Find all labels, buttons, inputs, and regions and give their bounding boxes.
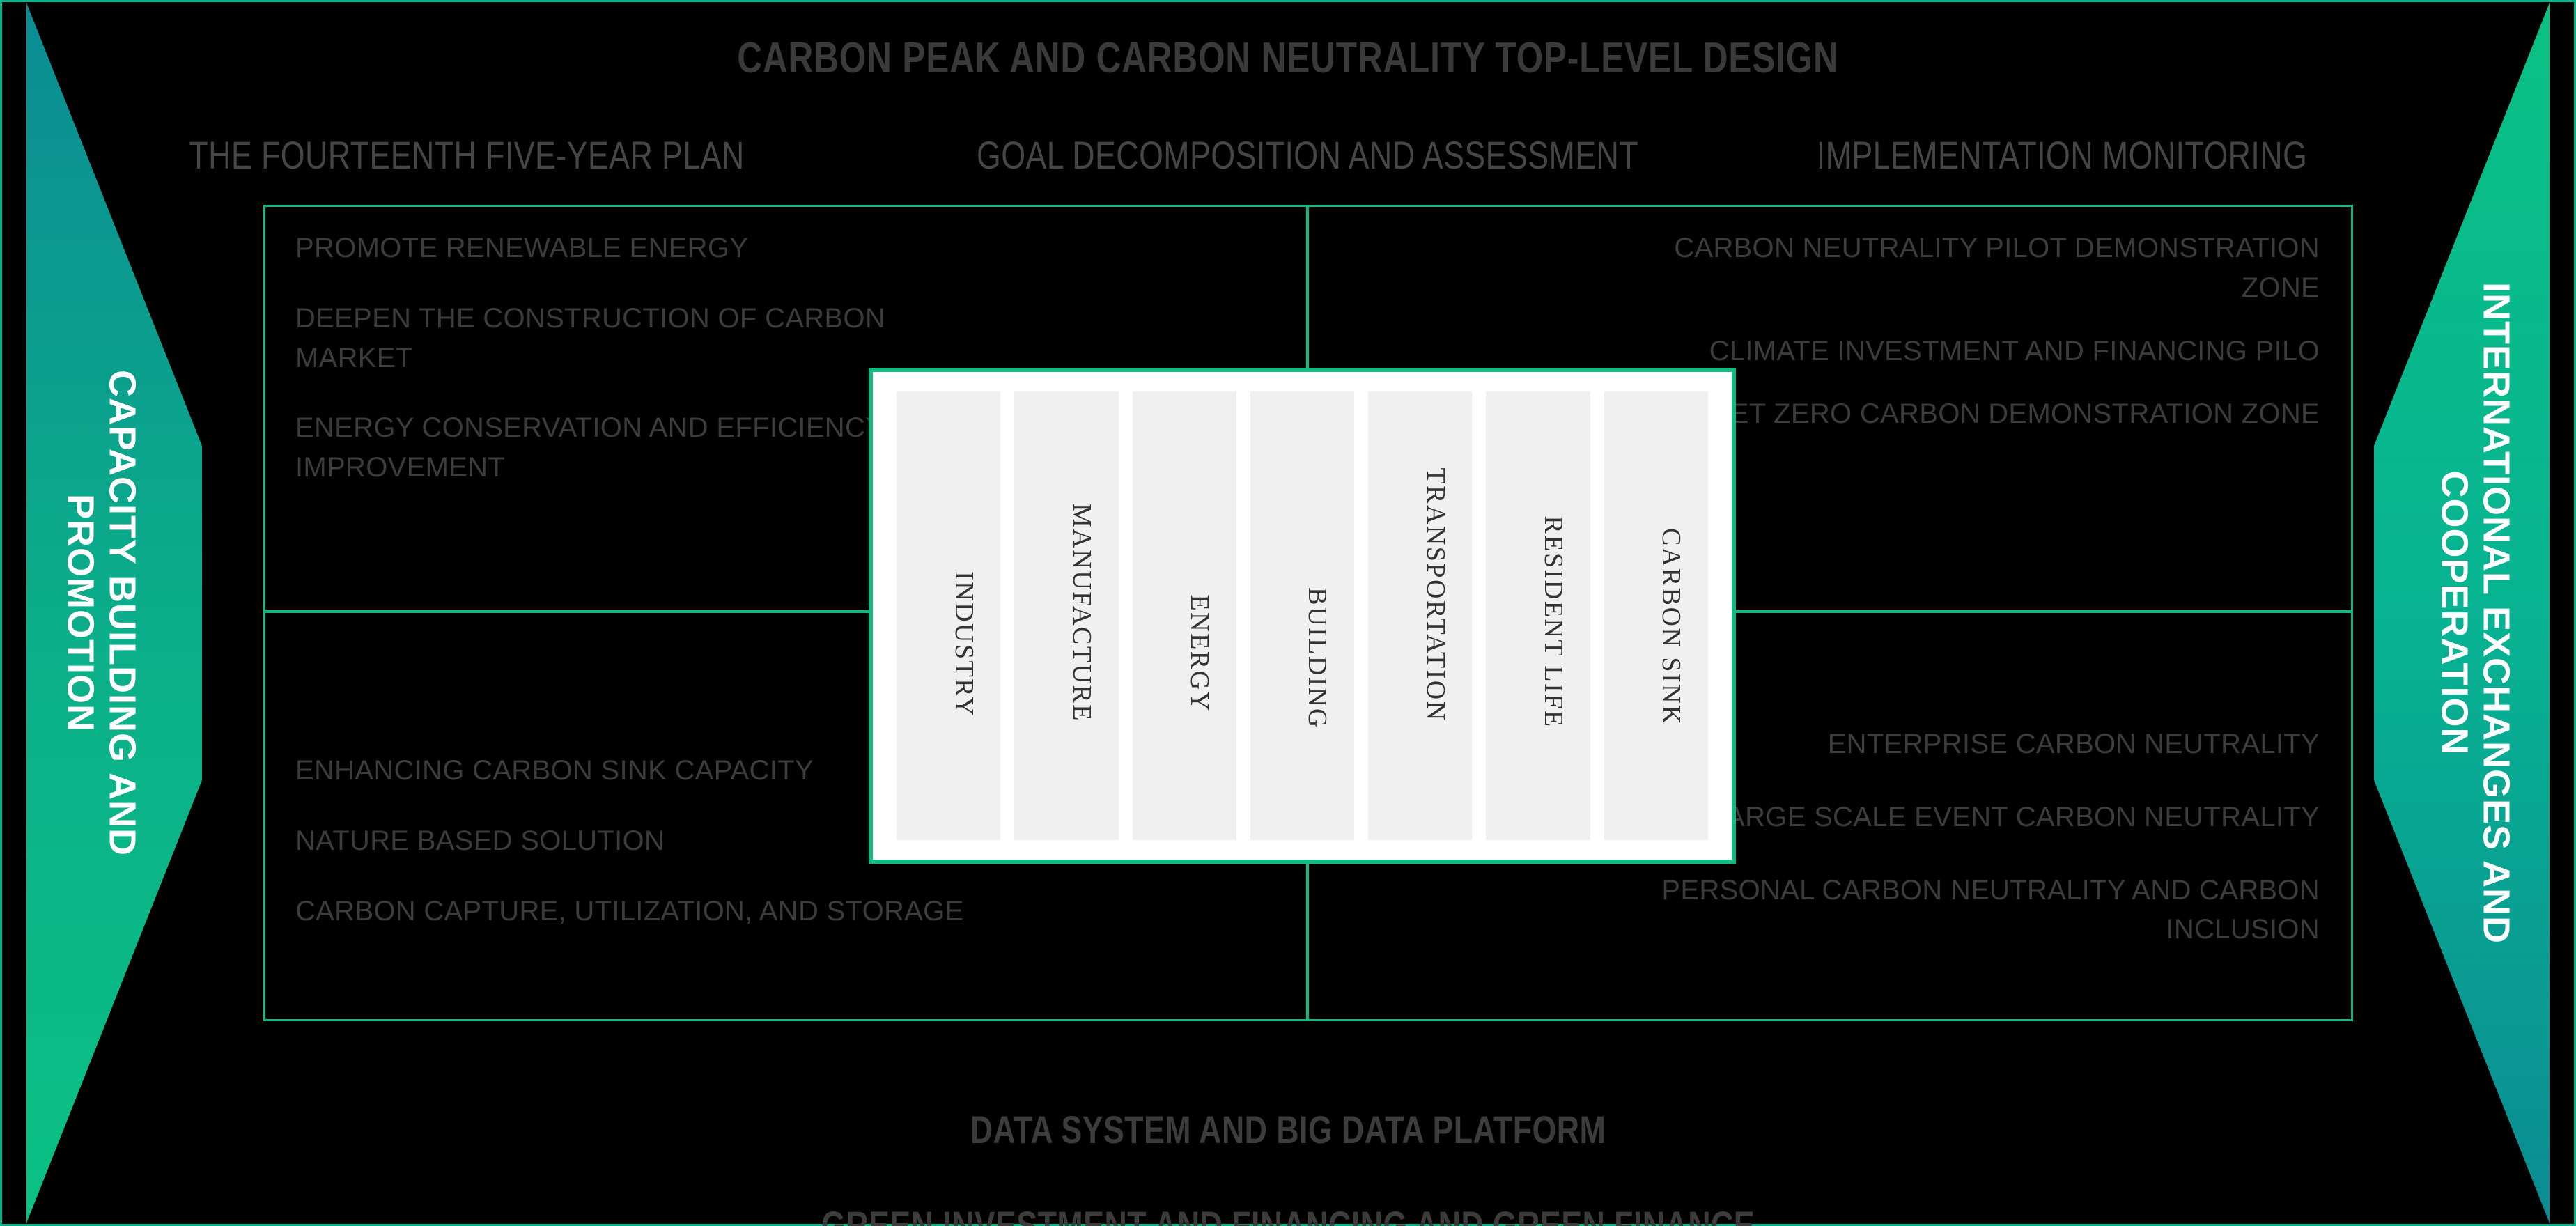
footer-block: DATA SYSTEM AND BIG DATA PLATFORM GREEN …: [258, 1059, 2318, 1226]
header-five-year-plan: THE FOURTEENTH FIVE-YEAR PLAN: [189, 133, 745, 177]
sector-column[interactable]: CARBON SINK: [1604, 391, 1708, 840]
sector-label: MANUFACTURE: [1066, 504, 1096, 723]
list-item: CARBON CAPTURE, UTILIZATION, AND STORAGE: [295, 895, 964, 926]
right-chevron-panel[interactable]: INTERNATIONAL EXCHANGES AND COOPERATION: [2374, 0, 2576, 1226]
sector-label: BUILDING: [1303, 587, 1333, 729]
sector-label: CARBON SINK: [1656, 527, 1686, 726]
left-chevron-panel[interactable]: CAPACITY BUILDING AND PROMOTION: [0, 0, 202, 1226]
sector-label: ENERGY: [1185, 594, 1215, 713]
list-item: ENHANCING CARBON SINK CAPACITY: [295, 755, 814, 786]
sector-column[interactable]: TRANSPORTATION: [1368, 391, 1473, 840]
header-implementation-monitoring: IMPLEMENTATION MONITORING: [1816, 133, 2308, 177]
list-item: DEEPEN THE CONSTRUCTION OF CARBON MARKET: [295, 302, 886, 373]
quadrant-right-top-list: CARBON NEUTRALITY PILOT DEMONSTRATION ZO…: [1672, 228, 2320, 458]
sector-column[interactable]: BUILDING: [1250, 391, 1355, 840]
footer-line-1: DATA SYSTEM AND BIG DATA PLATFORM: [970, 1108, 1606, 1152]
sector-column[interactable]: ENERGY: [1132, 391, 1236, 840]
right-chevron-shape: [2374, 3, 2550, 1223]
header-goal-decomposition: GOAL DECOMPOSITION AND ASSESSMENT: [977, 133, 1639, 177]
list-item: LARGE SCALE EVENT CARBON NEUTRALITY: [1710, 801, 2320, 832]
left-panel-label: CAPACITY BUILDING AND PROMOTION: [59, 369, 143, 856]
page-title: CARBON PEAK AND CARBON NEUTRALITY TOP-LE…: [737, 34, 1839, 82]
footer-line-2: GREEN INVESTMENT AND FINANCING AND GREEN…: [821, 1202, 1755, 1226]
sector-column[interactable]: INDUSTRY: [897, 391, 1001, 840]
quadrant-left-bottom-list: ENHANCING CARBON SINK CAPACITY NATURE BAS…: [295, 751, 992, 931]
quadrant-left-top-list: PROMOTE RENEWABLE ENERGY DEEPEN THE CONST…: [295, 228, 992, 488]
list-item: CLIMATE INVESTMENT AND FINANCING PILO: [1709, 335, 2320, 366]
list-item: CARBON NEUTRALITY PILOT DEMONSTRATION ZO…: [1674, 233, 2320, 303]
list-item: ENTERPRISE CARBON NEUTRALITY: [1827, 729, 2320, 759]
list-item: PROMOTE RENEWABLE ENERGY: [295, 233, 749, 263]
quadrant-right-bottom-list: ENTERPRISE CARBON NEUTRALITY LARGE SCALE …: [1602, 724, 2320, 983]
right-panel-label: INTERNATIONAL EXCHANGES AND COOPERATION: [2433, 281, 2517, 945]
sector-label: RESIDENT LIFE: [1539, 515, 1569, 729]
list-item: PERSONAL CARBON NEUTRALITY AND CARBON IN…: [1661, 874, 2320, 945]
sector-card: INDUSTRY MANUFACTURE ENERGY BUILDING TRANSPO…: [869, 368, 1736, 864]
list-item: ENERGY CONSERVATION AND EFFICIENCY IMPRO…: [295, 412, 884, 483]
list-item: NATURE BASED SOLUTION: [295, 825, 665, 856]
sector-label: TRANSPORTATION: [1420, 467, 1450, 723]
left-chevron-shape: [26, 3, 202, 1223]
list-item: NET ZERO CARBON DEMONSTRATION ZONE: [1709, 398, 2320, 430]
sector-column[interactable]: RESIDENT LIFE: [1486, 391, 1590, 840]
sector-label: INDUSTRY: [949, 571, 979, 718]
sector-column[interactable]: MANUFACTURE: [1014, 391, 1119, 840]
